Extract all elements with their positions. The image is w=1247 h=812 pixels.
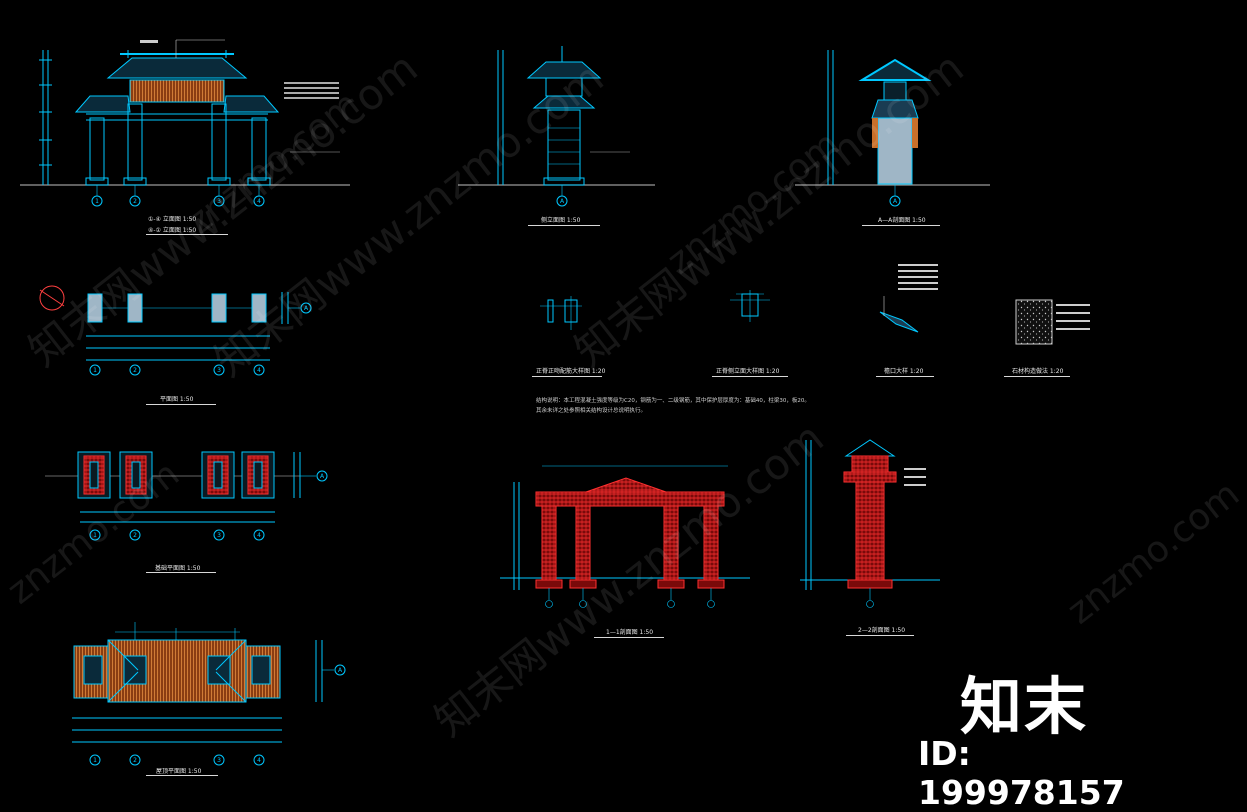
detail-ridge-rebar-title: 正脊正吻配筋大样图 1:20 [536,368,606,375]
side-elevation [458,46,655,207]
column-plan-title: 基础平面图 1:50 [155,565,201,572]
title-underline [146,572,216,573]
cad-drawing-canvas: 1 2 3 4 A [20,39,1090,766]
front-elevation [20,39,350,207]
axis-label: 3 [217,367,221,374]
title-underline [862,225,940,226]
detail-stone-title: 石材构造做法 1:20 [1012,368,1064,375]
section-11-title: 1—1剖面图 1:50 [606,629,654,636]
side-elevation-title: 侧立面图 1:50 [541,217,581,224]
axis-label: 2 [133,367,137,374]
detail-eave-title: 檐口大样 1:20 [884,368,924,375]
section-aa-title: A—A剖面图 1:50 [878,217,926,224]
brand-logo: 知末 [960,670,1089,743]
axis-label: A [320,473,325,480]
structure-note-line2: 其余未详之处参照相关结构设计总说明执行。 [536,408,647,414]
axis-label: 3 [217,532,221,539]
title-underline [1004,376,1070,377]
section-22 [800,439,940,608]
axis-label: A [338,667,343,674]
axis-label: 2 [133,757,137,764]
section-11 [500,465,750,608]
axis-label: 4 [257,367,261,374]
roof-plan-axis-labels: A 1 2 3 4 [93,667,343,764]
axis-label: 2 [133,532,137,539]
title-underline [712,376,788,377]
axis-label: A [893,198,898,205]
axis-label: A [560,198,565,205]
detail-ridge-side-title: 正脊侧立面大样图 1:20 [716,368,780,375]
front-elevation-title: ①-④ 立面图 1:50 [148,216,197,223]
ground-plan [39,285,312,376]
cad-drawing-viewer: 1 2 3 4 A [0,39,1247,812]
title-underline [146,234,228,235]
title-underline [846,635,914,636]
detail-stone [1015,299,1090,345]
detail-ridge-rebar [540,296,582,330]
axis-label: 2 [133,198,137,205]
axis-label: 1 [95,198,99,205]
section-22-title: 2—2剖面图 1:50 [858,627,906,634]
section-aa [795,50,990,207]
title-underline [532,376,602,377]
detail-ridge-side [730,290,770,322]
title-underline [528,225,600,226]
title-underline [146,404,216,405]
front-elevation-axis-labels: 1 2 3 4 [95,198,261,205]
column-plan [45,451,328,541]
axis-label: 1 [93,532,97,539]
title-underline [594,637,664,638]
title-underline [876,376,934,377]
structure-note-line1: 结构说明：本工程混凝土强度等级为C20，钢筋为一、二级钢筋，其中保护层厚度为：基… [536,398,810,404]
axis-label: A [304,305,309,312]
front-elevation-title-rear: ④-① 立面图 1:50 [148,227,197,234]
title-underline [146,775,218,776]
roof-plan [72,622,346,766]
axis-label: 1 [93,757,97,764]
ground-plan-title: 平面图 1:50 [160,396,194,403]
axis-label: 3 [217,757,221,764]
axis-label: 4 [257,532,261,539]
ground-plan-axis-labels: A 1 2 3 4 [93,305,309,374]
roof-plan-title: 屋顶平面图 1:50 [156,768,202,775]
axis-label: 4 [257,757,261,764]
detail-eave [879,264,938,333]
brand-id: ID: 199978157 [918,734,1125,812]
column-plan-axis-labels: A 1 2 3 4 [93,473,325,539]
axis-label: 3 [217,198,221,205]
axis-label: 4 [257,198,261,205]
axis-label: 1 [93,367,97,374]
